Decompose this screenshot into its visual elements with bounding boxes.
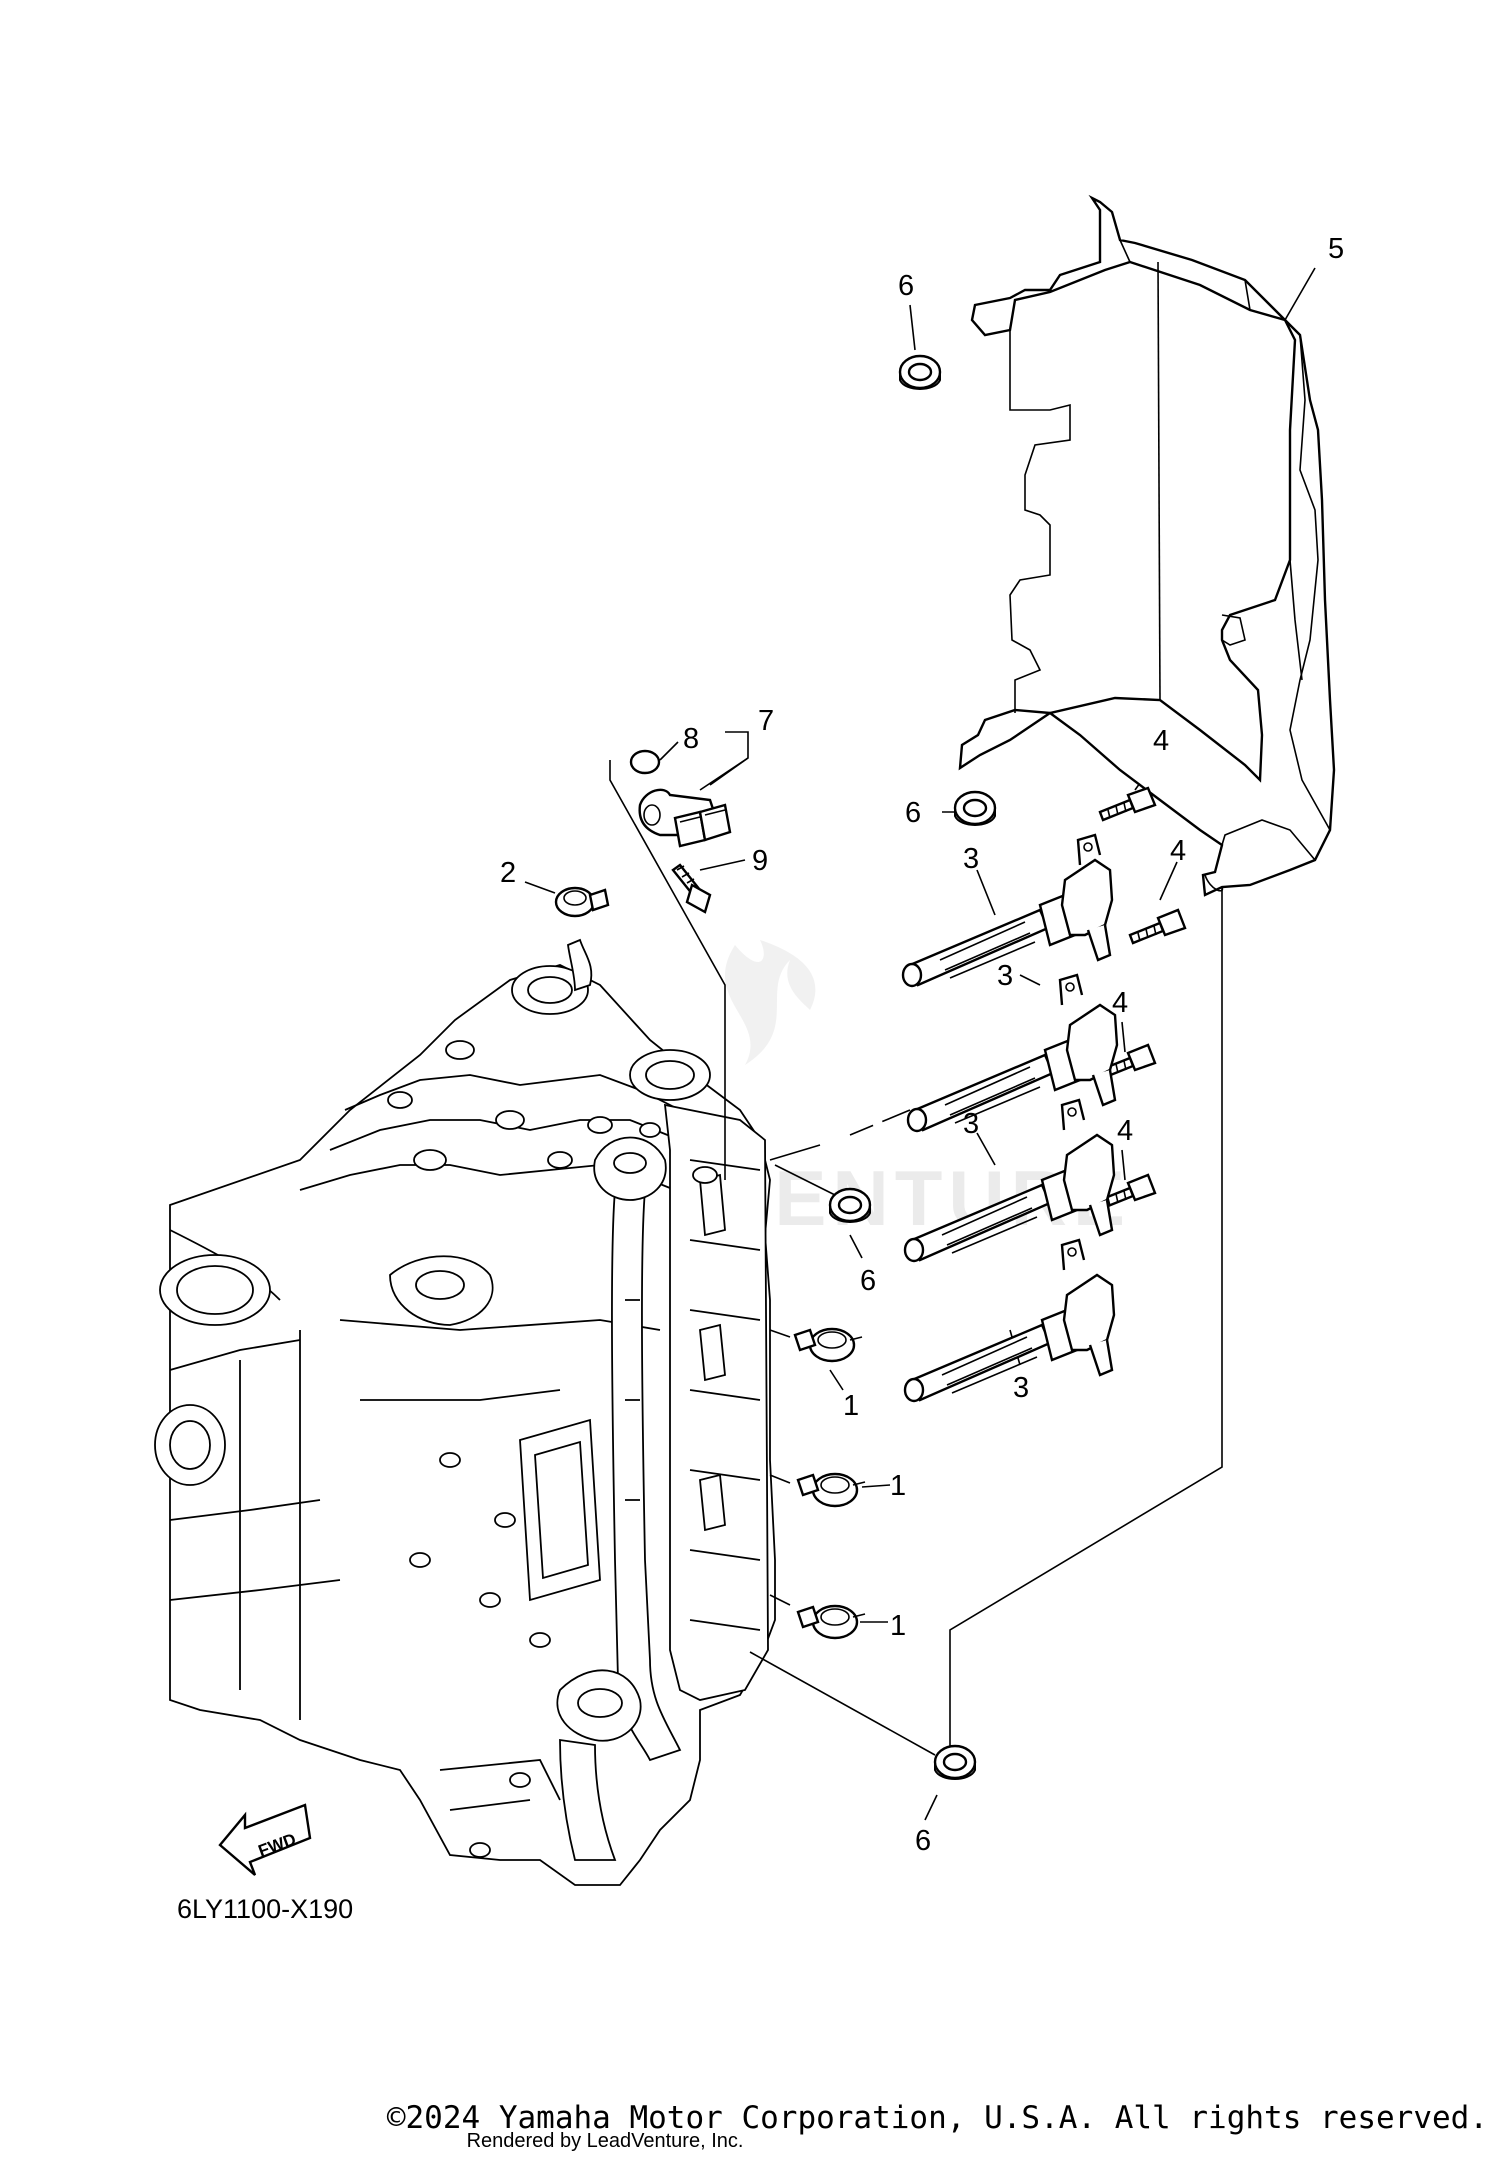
clamp-1	[793, 1327, 863, 1363]
sensor-bolt	[671, 863, 712, 914]
callout-3d: 3	[1013, 1372, 1029, 1404]
callout-3a: 3	[963, 843, 979, 875]
hose-clamp	[554, 886, 610, 918]
callout-6-bottom: 6	[915, 1825, 931, 1857]
callout-7: 7	[758, 705, 774, 737]
callout-6-top: 6	[898, 270, 914, 302]
callout-4d: 4	[1117, 1115, 1133, 1147]
engine-block	[154, 938, 776, 1886]
callout-2: 2	[500, 857, 516, 889]
callout-numbers: 5 6 6 6 6 7 8 9 2 4 4 4 4 3 3 3 3 1 1 1	[500, 233, 1344, 1857]
grommet-bottom	[933, 1744, 977, 1780]
callout-4a: 4	[1153, 725, 1169, 757]
callout-8: 8	[683, 723, 699, 755]
ignition-coil-4	[903, 1238, 1116, 1403]
callout-1b: 1	[890, 1470, 906, 1502]
part-code: 6LY1100-X190	[177, 1894, 353, 1924]
callout-4b: 4	[1170, 835, 1186, 867]
grommet-mid	[828, 1187, 872, 1223]
ignition-coil-2	[906, 973, 1119, 1133]
bolt-1	[1098, 786, 1157, 822]
callout-5: 5	[1328, 233, 1344, 265]
cam-position-sensor	[638, 788, 732, 848]
leader-lines	[524, 267, 1316, 1821]
callout-3c: 3	[963, 1108, 979, 1140]
callout-6-shield: 6	[905, 797, 921, 829]
copyright-notice: ©2024 Yamaha Motor Corporation, U.S.A. A…	[386, 2100, 1488, 2136]
callout-1c: 1	[890, 1610, 906, 1642]
clamp-2	[796, 1472, 866, 1508]
ignition-coil-3	[903, 1098, 1116, 1263]
clamp-3	[796, 1604, 866, 1640]
grommet-top	[898, 354, 942, 390]
callout-1a: 1	[843, 1390, 859, 1422]
ignition-coil-1	[901, 833, 1114, 988]
callout-4c: 4	[1112, 987, 1128, 1019]
o-ring	[629, 749, 661, 775]
callout-6-mid: 6	[860, 1265, 876, 1297]
ignition-coil-cover	[958, 194, 1336, 897]
callout-3b: 3	[997, 960, 1013, 992]
callout-9: 9	[752, 845, 768, 877]
bolt-2	[1128, 908, 1187, 945]
grommet-mid-shield	[953, 790, 997, 826]
fwd-arrow-icon: FWD	[218, 1803, 312, 1876]
rendered-by-credit: Rendered by LeadVenture, Inc.	[466, 2130, 744, 2152]
